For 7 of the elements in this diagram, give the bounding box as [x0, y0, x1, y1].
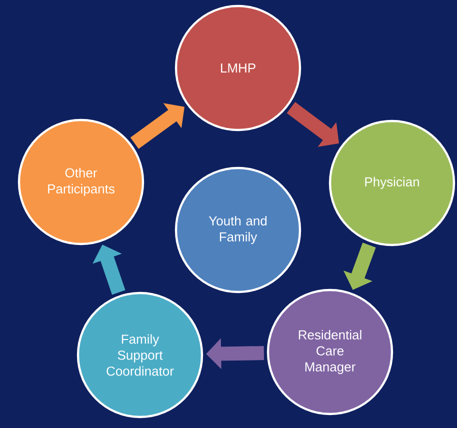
- block-arrow: [130, 103, 184, 149]
- circle-node: Other Participants: [18, 118, 144, 246]
- circle-node: LMHP: [174, 4, 302, 132]
- circle-node: Family Support Coordinator: [76, 292, 204, 418]
- circle-node: Residential Care Manager: [266, 288, 394, 416]
- circle-node: Youth and Family: [174, 166, 302, 294]
- circle-node: Physician: [328, 120, 456, 246]
